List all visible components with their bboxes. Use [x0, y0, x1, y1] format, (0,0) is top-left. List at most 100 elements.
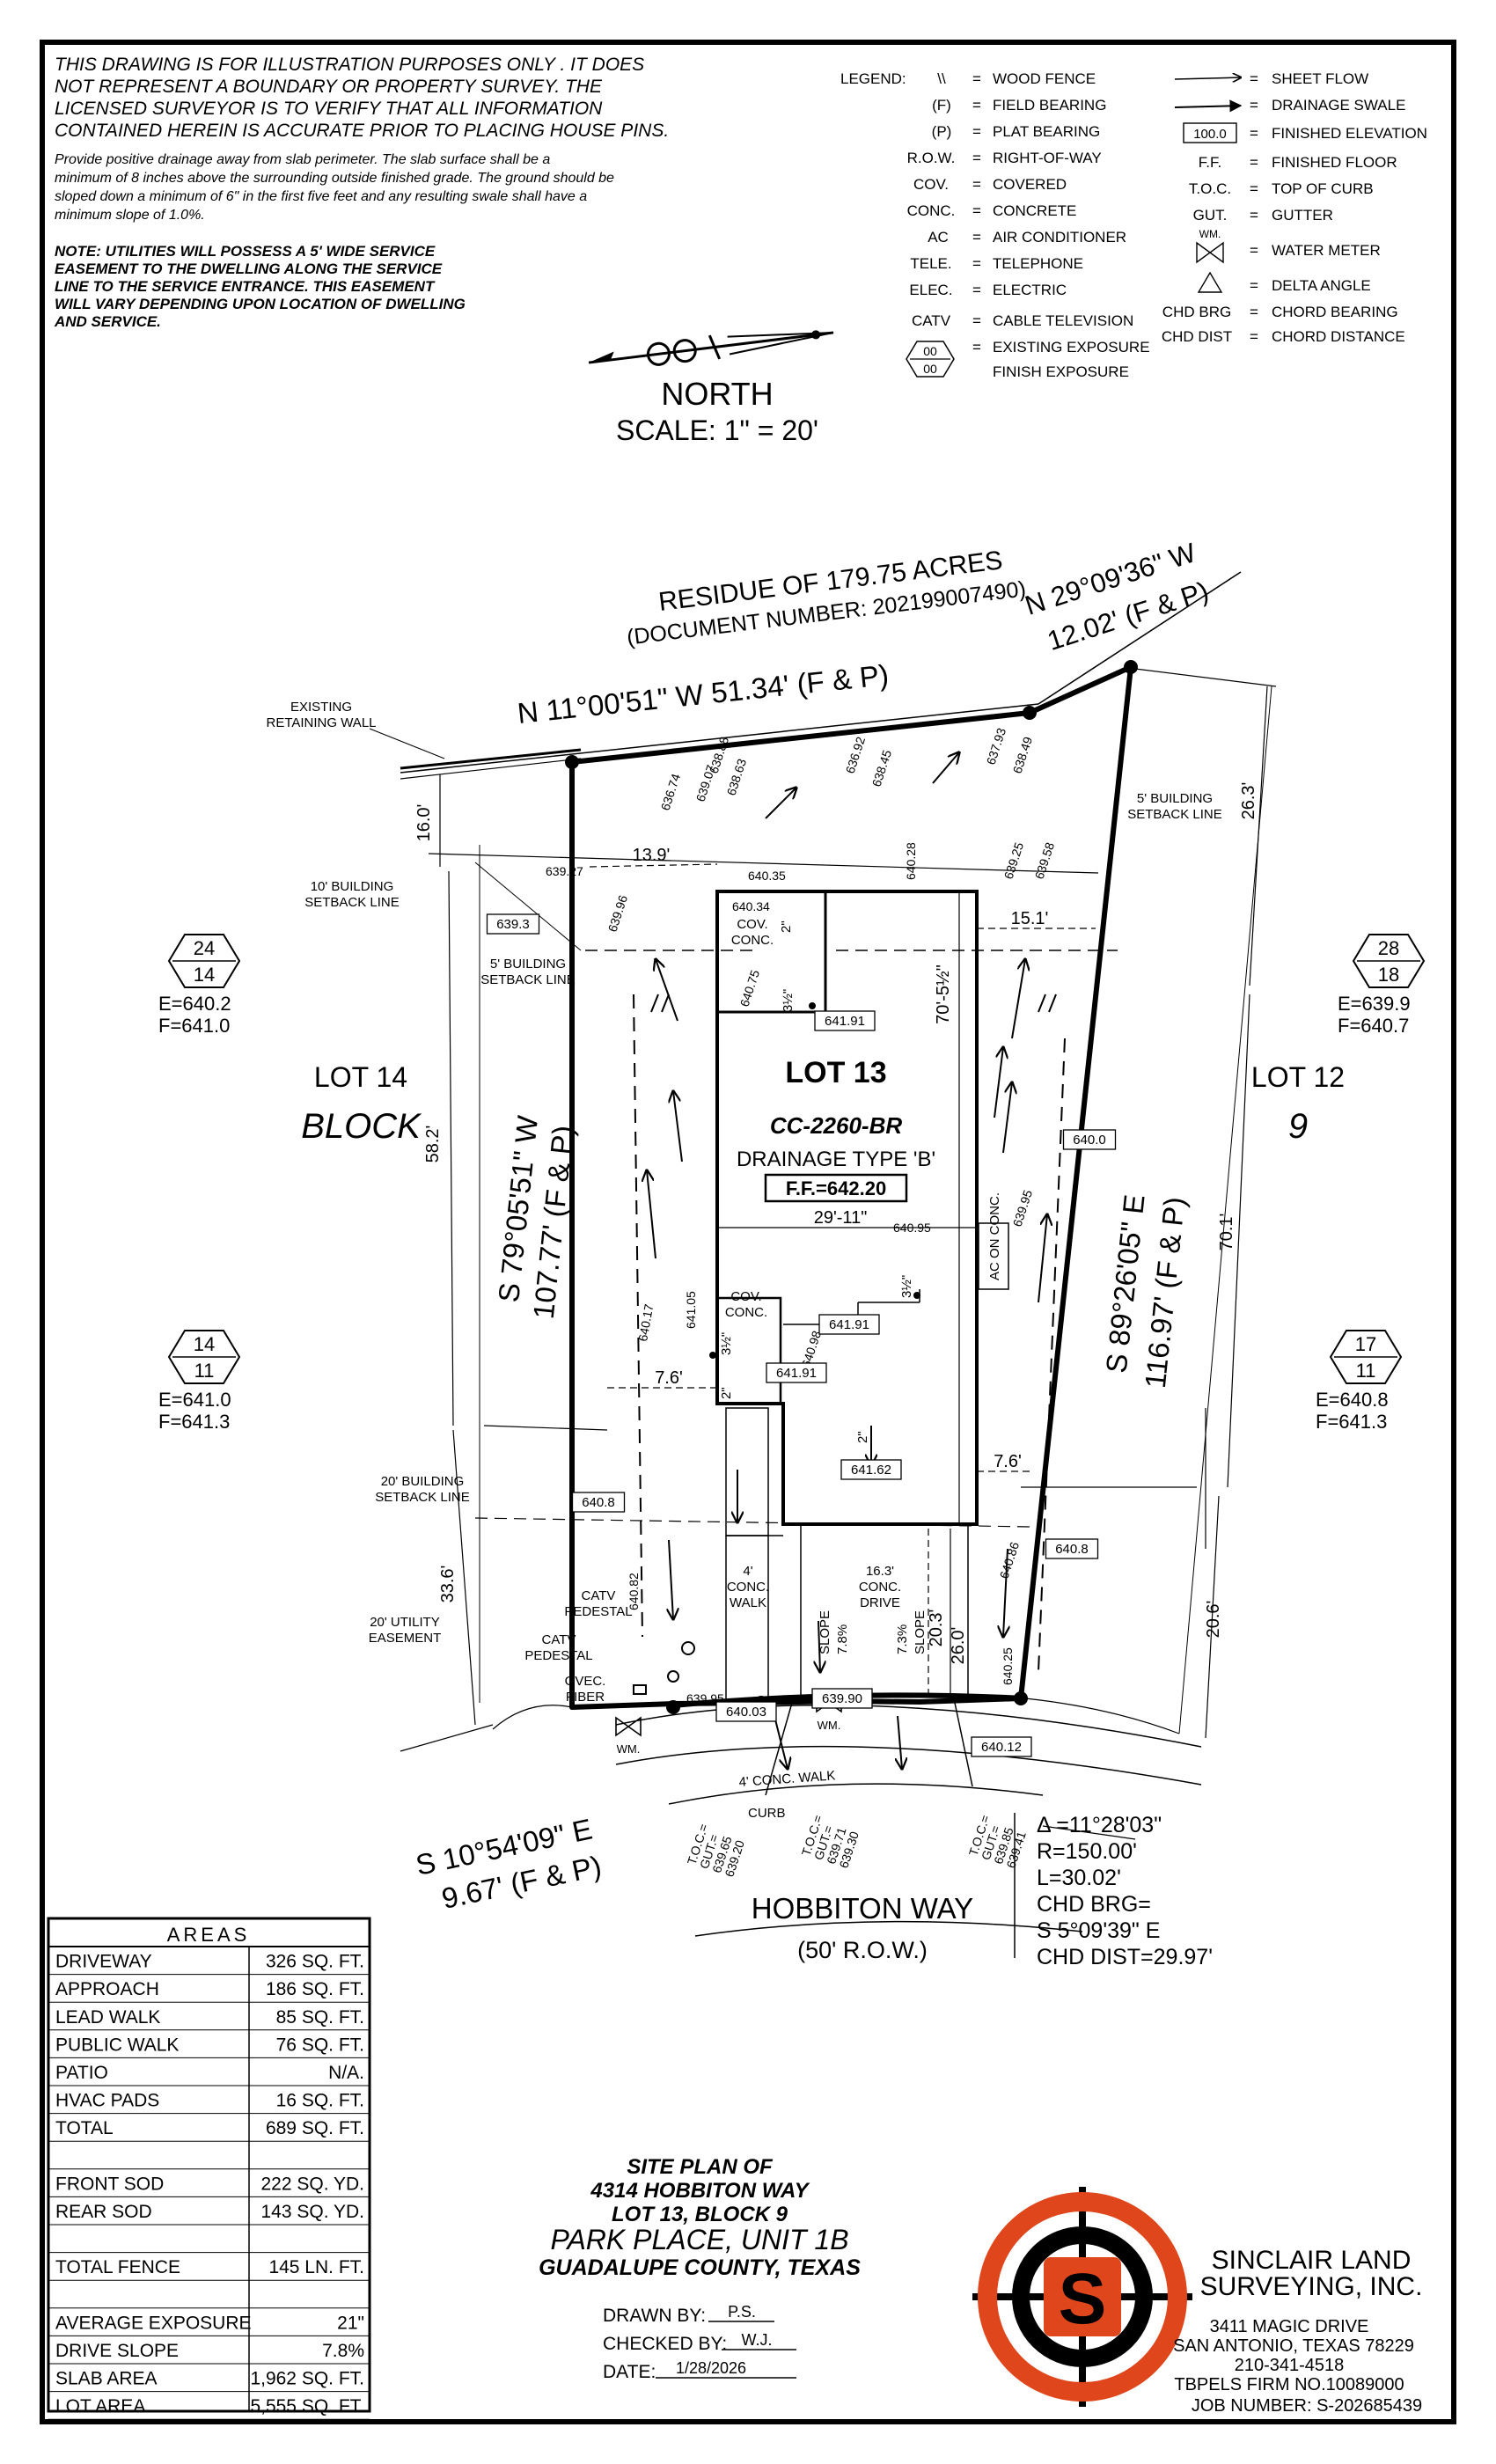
boxed-elevation-frame [971, 1736, 1032, 1757]
exposure-sym-bottom: 00 [923, 362, 937, 376]
dim-line-70 [1227, 994, 1250, 1488]
finished-floor: F.F.=642.20 [786, 1177, 886, 1199]
wood-fence [633, 994, 643, 1638]
checked-by-label: CHECKED BY: [603, 2334, 727, 2354]
legend-desc: CHORD BEARING [1272, 304, 1398, 320]
property-pin [1124, 660, 1138, 674]
slope-value: 7.3% [895, 1624, 910, 1654]
company-logo: S [972, 2187, 1192, 2407]
title-block: SITE PLAN OF 4314 HOBBITON WAY LOT 13, B… [539, 2155, 861, 2280]
legend-desc: DELTA ANGLE [1272, 277, 1371, 294]
areas-row-label: LEAD WALK [55, 2007, 160, 2028]
legend-desc: FINISH EXPOSURE [993, 363, 1129, 380]
existing-retaining-wall [400, 703, 1039, 774]
disclaimer-line: NOT REPRESENT A BOUNDARY OR PROPERTY SUR… [55, 77, 603, 97]
exposure-existing: 24 [194, 937, 215, 959]
utility-note-line: NOTE: UTILITIES WILL POSSESS A 5' WIDE S… [55, 243, 436, 260]
water-meter-icon [1196, 241, 1224, 264]
exposure-f: F=641.0 [158, 1015, 230, 1037]
legend-desc: ELECTRIC [993, 282, 1067, 298]
areas-row-value: 16 SQ. FT. [276, 2091, 364, 2111]
date-value: 1/28/2026 [676, 2359, 746, 2377]
exposure-finish: 11 [1356, 1360, 1376, 1382]
front-lot-line-extension [1024, 1698, 1180, 1734]
exposure-marker: 14 11 E=641.0 F=641.3 [158, 1330, 241, 1433]
bsl-10-label: 10' BUILDING [311, 879, 394, 894]
legend-desc: WOOD FENCE [993, 70, 1096, 87]
legend-eq: = [1250, 304, 1258, 320]
sheet-flow-arrow [1038, 1214, 1047, 1303]
adjacent-lot-line [1038, 571, 1242, 705]
areas-row-value: 76 SQ. FT. [276, 2035, 364, 2055]
drop-label: 2" [719, 1387, 734, 1399]
legend-eq: = [972, 312, 981, 329]
sheet-flow-arrow [765, 788, 796, 819]
legend-symbol: (P) [932, 123, 952, 140]
scale-label: SCALE: 1" = 20' [616, 414, 818, 446]
sheet-flow-arrow [774, 1715, 788, 1769]
dim-label: 16.0' [414, 804, 434, 842]
boxed-elevation: 641.91 [825, 1014, 865, 1029]
covered-concrete-label: CONC. [731, 933, 774, 948]
legend-eq: = [972, 202, 981, 219]
legend-desc: TOP OF CURB [1272, 180, 1374, 197]
sheet-flow-arrow [656, 959, 678, 1022]
spot-elevation: 636.92 [843, 735, 869, 775]
slope-label: SLOPE [818, 1610, 832, 1654]
delta-angle-icon [1197, 271, 1223, 293]
boxed-elevation: 640.12 [981, 1740, 1022, 1755]
boxed-elevation: 640.03 [726, 1705, 766, 1720]
legend-eq: = [1250, 242, 1258, 259]
fence-slash-marks [650, 994, 1057, 1013]
legend-eq: = [1250, 154, 1258, 171]
dim-label: 15.1' [1011, 909, 1049, 928]
catv-pedestal-label: PEDESTAL [564, 1604, 632, 1619]
concrete-walk [725, 1407, 769, 1536]
ac-label: AC ON CONC. [987, 1192, 1002, 1280]
legend-eq: = [972, 97, 981, 114]
company-name: SINCLAIR LAND [1212, 2246, 1412, 2275]
dim-label: 58.2' [423, 1126, 443, 1163]
north-label: NORTH [661, 376, 773, 412]
areas-table-frame [47, 1917, 371, 2413]
lot-13-label: LOT 13 [785, 1056, 886, 1089]
drafting-info: DRAWN BY: P.S. CHECKED BY: W.J. DATE: 1/… [603, 2303, 796, 2382]
block-number: 9 [1288, 1107, 1308, 1146]
house-plan: CC-2260-BR [770, 1112, 902, 1139]
areas-row-label: SLAB AREA [55, 2369, 158, 2389]
disclaimer-line: THIS DRAWING IS FOR ILLUSTRATION PURPOSE… [55, 55, 644, 75]
legend-symbol: GUT. [1193, 207, 1228, 224]
utility-note-line: LINE TO THE SERVICE ENTRANCE. THIS EASEM… [55, 278, 436, 295]
areas-row-value: 326 SQ. FT. [266, 1952, 364, 1972]
drop-label: 2" [779, 920, 794, 933]
exposure-sym-top: 00 [923, 344, 937, 358]
sheet-flow-arrow [647, 1170, 656, 1259]
finished-elevation-box [1183, 122, 1237, 143]
legend-desc: EXISTING EXPOSURE [993, 339, 1150, 356]
boxed-elevation-frame [1045, 1538, 1099, 1559]
drainage-note-line: sloped down a minimum of 6" in the first… [55, 189, 587, 204]
boxed-elevation-frame [818, 1314, 880, 1335]
boxed-elevation: 640.8 [1055, 1542, 1089, 1557]
utility-easement-label: 20' UTILITY [370, 1615, 440, 1630]
sheet-flow-arrow [1002, 1082, 1012, 1154]
spot-elevation: 640.82 [627, 1573, 641, 1610]
sheet-flow-arrow [1003, 1548, 1008, 1637]
drainage-note-line: minimum slope of 1.0%. [55, 208, 205, 223]
legend-desc: FIELD BEARING [993, 97, 1106, 114]
legend-eq: = [972, 282, 981, 298]
exposure-existing: 28 [1378, 937, 1399, 959]
boxed-elevation-frame [571, 1492, 626, 1513]
disclaimer-line: LICENSED SURVEYOR IS TO VERIFY THAT ALL … [55, 99, 603, 119]
north-arrow: NORTH SCALE: 1" = 20' [588, 330, 834, 446]
legend-desc: GUTTER [1272, 207, 1333, 224]
spot-elevation: 641.05 [684, 1291, 698, 1329]
street-name: HOBBITON WAY [752, 1892, 973, 1925]
covered-entry [715, 1296, 782, 1405]
legend-symbol: T.O.C. [1189, 180, 1231, 197]
legend-left-column: \\ = WOOD FENCE (F) = FIELD BEARING (P) … [906, 70, 1150, 380]
spot-elevation: 640.28 [904, 842, 918, 880]
dim-label: 70.1' [1217, 1214, 1236, 1251]
bsl-5e-label: 5' BUILDING [1137, 791, 1213, 806]
lot-14-label: LOT 14 [314, 1061, 407, 1093]
